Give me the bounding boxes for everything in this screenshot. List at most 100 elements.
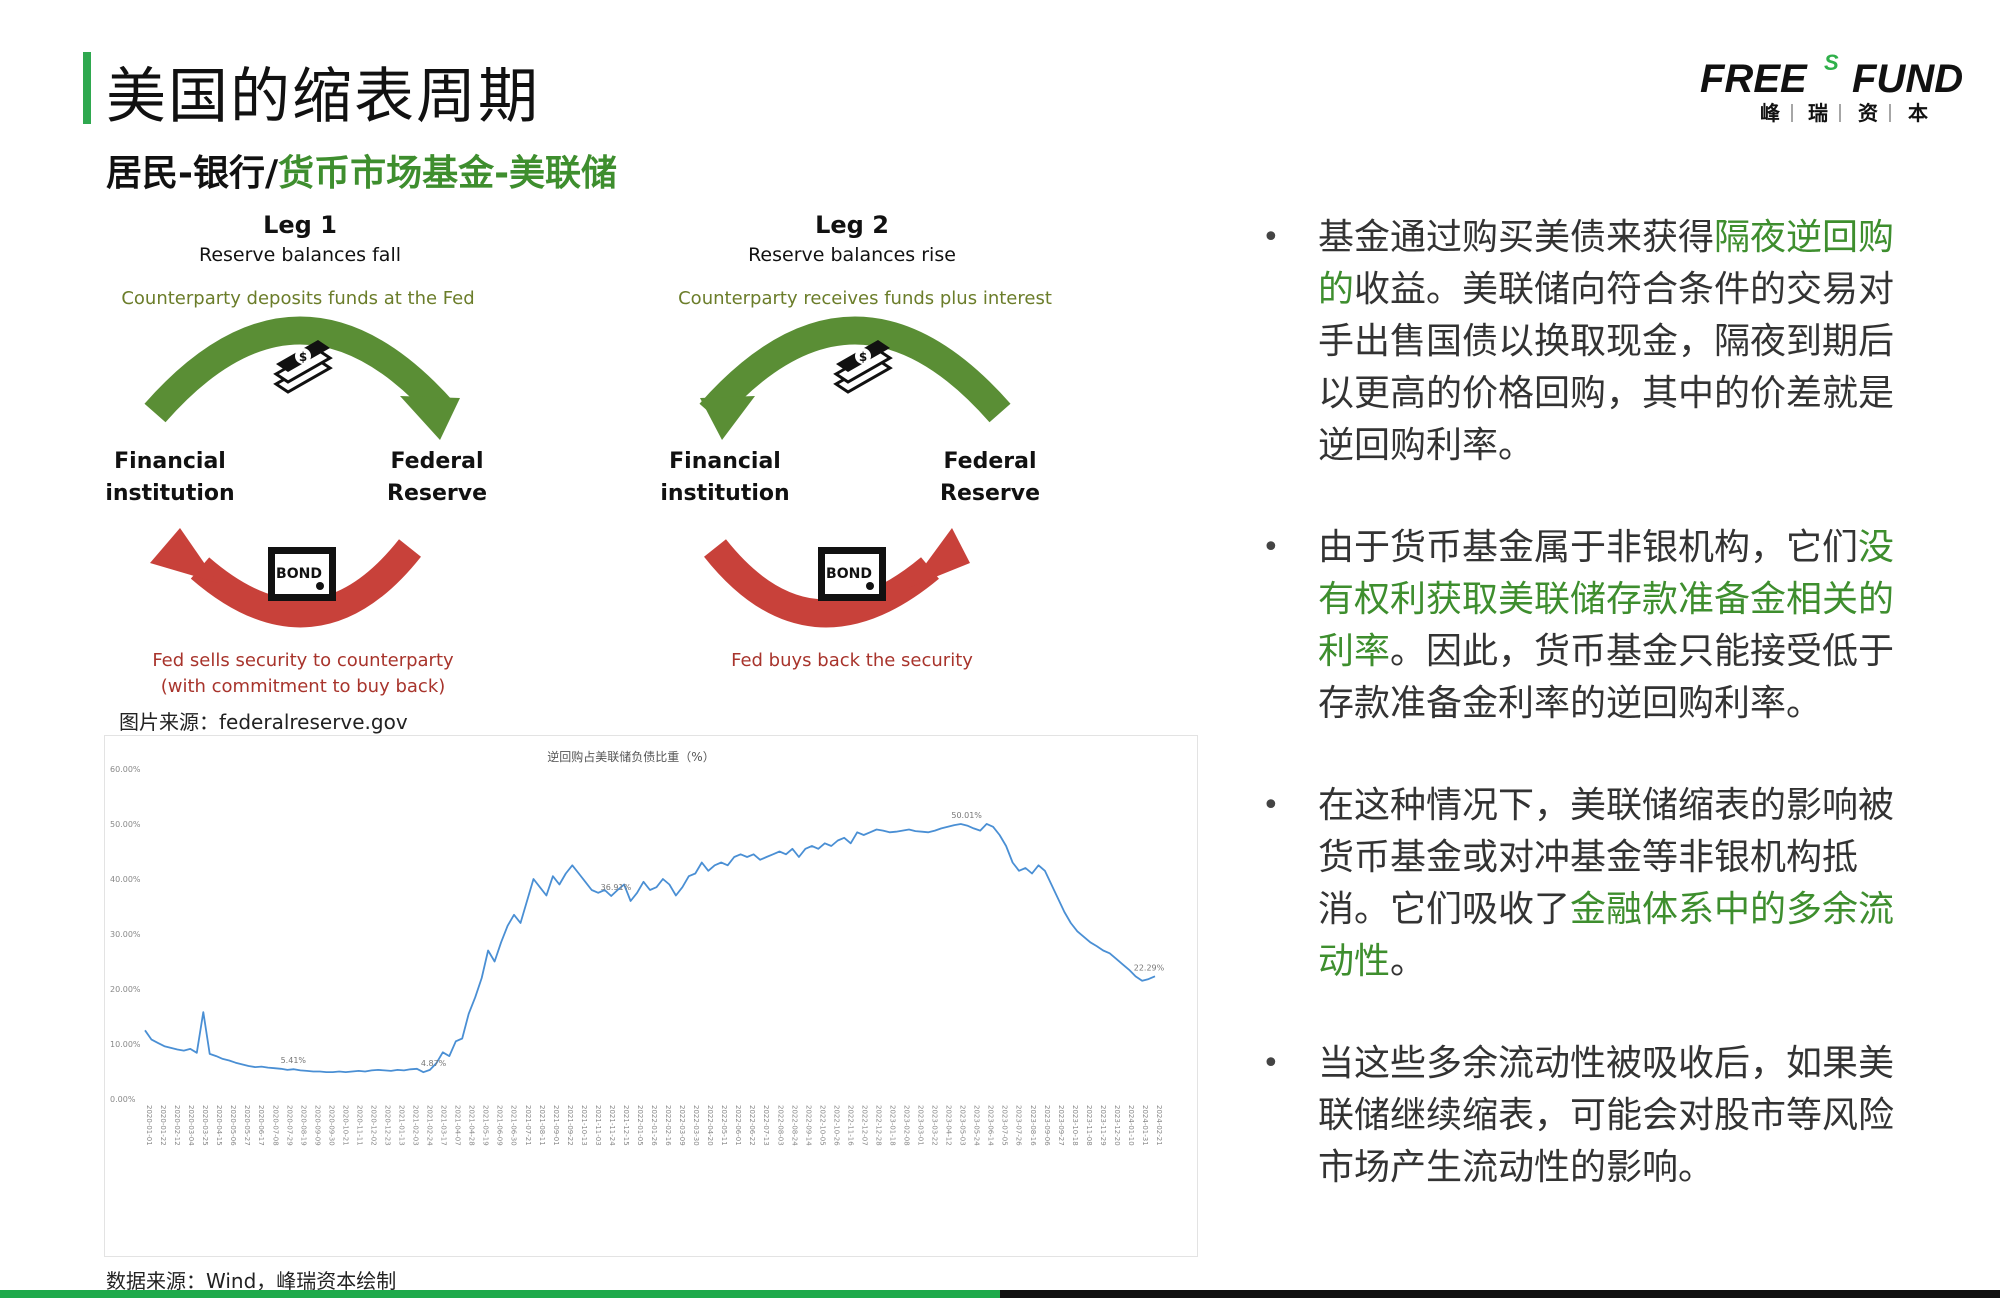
x-tick-label: 2021-04-28 — [468, 1105, 476, 1146]
leg2-dollar-symbol: $ — [859, 350, 867, 364]
leg1-green-arrow — [144, 316, 456, 423]
image-source-note: 图片来源：federalreserve.gov — [119, 710, 408, 734]
x-tick-label: 2020-03-25 — [201, 1105, 209, 1146]
bullet-dot: • — [1262, 220, 1280, 255]
page-title: 美国的缩表周期 — [106, 62, 540, 132]
x-tick-label: 2021-10-13 — [580, 1105, 588, 1146]
data-label: 22.29% — [1134, 963, 1165, 972]
x-tick-label: 2023-11-08 — [1085, 1105, 1093, 1146]
leg2-bond-label: BOND — [826, 566, 872, 582]
x-tick-label: 2021-03-17 — [440, 1105, 448, 1146]
x-tick-label: 2023-06-14 — [987, 1105, 995, 1146]
x-tick-label: 2022-06-01 — [734, 1105, 742, 1146]
freesfund-logo: FREE S FUND 峰 瑞 资 本 — [1700, 50, 1963, 125]
y-tick-label: 0.00% — [110, 1095, 136, 1104]
data-label: 36.91% — [601, 883, 632, 892]
logo-char-3: 资 — [1858, 101, 1878, 125]
bullet-text: 。 — [1390, 941, 1427, 982]
x-tick-label: 2022-01-26 — [650, 1105, 658, 1146]
subtitle-part-2: 货币市场基金-美联储 — [278, 153, 618, 194]
x-tick-label: 2022-11-16 — [846, 1105, 854, 1146]
x-tick-label: 2020-10-21 — [341, 1105, 349, 1146]
x-tick-label: 2020-09-30 — [327, 1105, 335, 1146]
x-tick-label: 2022-10-26 — [832, 1105, 840, 1146]
x-tick-label: 2021-05-19 — [482, 1105, 490, 1146]
leg2-subtitle: Reserve balances rise — [748, 244, 956, 266]
leg1-bond-icon: BOND — [268, 547, 336, 601]
y-tick-label: 60.00% — [110, 765, 141, 774]
x-tick-label: 2022-06-22 — [748, 1105, 756, 1146]
x-tick-label: 2021-08-11 — [538, 1105, 546, 1146]
x-tick-label: 2022-03-30 — [692, 1105, 700, 1146]
leg2-red-arrowhead — [908, 528, 970, 588]
bullet-item: •在这种情况下，美联储缩表的影响被货币基金或对冲基金等非银机构抵消。它们吸收了金… — [1262, 780, 1922, 988]
x-tick-label: 2021-06-09 — [496, 1105, 504, 1146]
bullet-item: • 由于货币基金属于非银机构，它们没有权利获取美联储存款准备金相关的利率。因此，货… — [1262, 522, 1922, 730]
leg2-green-arrow — [699, 316, 1011, 423]
x-tick-label: 2022-01-05 — [636, 1105, 644, 1146]
leg2-green-arrowhead — [700, 396, 755, 440]
x-tick-label: 2023-08-16 — [1029, 1105, 1037, 1146]
data-source-note: 数据来源：Wind，峰瑞资本绘制 — [106, 1269, 397, 1293]
bullet-list: •基金通过购买美债来获得隔夜逆回购的收益。美联储向符合条件的交易对手出售国债以换… — [1262, 212, 1922, 1244]
x-tick-label: 2021-04-07 — [454, 1105, 462, 1146]
x-tick-label: 2021-09-01 — [552, 1105, 560, 1146]
bullet-text: 在这种情况下，美联储缩表的影响被货币基金或对冲基金等非银机构抵消。它们吸收了 — [1318, 785, 1895, 930]
data-label: 4.87% — [421, 1059, 447, 1068]
x-tick-label: 2020-01-01 — [145, 1105, 153, 1146]
leg1-subtitle: Reserve balances fall — [199, 244, 401, 266]
footer-green-bar — [0, 1290, 1000, 1298]
x-tick-label: 2023-10-18 — [1071, 1105, 1079, 1146]
y-tick-label: 50.00% — [110, 820, 141, 829]
y-tick-label: 40.00% — [110, 875, 141, 884]
x-tick-label: 2024-01-10 — [1127, 1105, 1135, 1146]
reverse-repo-chart: 逆回购占美联储负债比重（%） 0.00%10.00%20.00%30.00%40… — [104, 735, 1198, 1257]
x-tick-label: 2021-12-15 — [622, 1105, 630, 1146]
x-tick-label: 2023-05-24 — [973, 1105, 981, 1146]
x-tick-label: 2020-06-17 — [257, 1105, 265, 1146]
x-tick-label: 2022-08-03 — [776, 1105, 784, 1146]
leg2-panel: Leg 2 Reserve balances rise Counterparty… — [660, 211, 1052, 671]
subtitle-part-1: 居民-银行/ — [106, 153, 279, 194]
x-tick-label: 2022-12-28 — [874, 1105, 882, 1146]
leg1-red-arrow — [190, 539, 421, 628]
leg2-bond-icon: BOND — [818, 547, 886, 601]
bullet-text: 当这些多余流动性被吸收后，如果美联储继续缩表，可能会对股市等风险市场产生流动性的… — [1318, 1043, 1895, 1188]
x-tick-label: 2023-05-03 — [959, 1105, 967, 1146]
x-tick-label: 2020-05-06 — [229, 1105, 237, 1146]
bullet-item: • 当这些多余流动性被吸收后，如果美联储继续缩表，可能会对股市等风险市场产生流动性… — [1262, 1038, 1922, 1194]
leg2-right-label-line1: Federal — [944, 449, 1037, 474]
x-tick-label: 2022-05-11 — [720, 1105, 728, 1146]
logo-brand-left: FREE — [1700, 57, 1808, 101]
leg2-cash-icon: $ — [834, 338, 892, 394]
bullet-dot: • — [1262, 1046, 1280, 1081]
bullet-dot: • — [1262, 530, 1280, 565]
x-tick-label: 2020-08-19 — [299, 1105, 307, 1146]
x-tick-label: 2023-03-01 — [917, 1105, 925, 1146]
bullet-text: 由于货币基金属于非银机构，它们 — [1318, 527, 1859, 568]
leg2-red-arrow — [704, 539, 939, 628]
chart-y-axis: 0.00%10.00%20.00%30.00%40.00%50.00%60.00… — [110, 765, 141, 1104]
y-tick-label: 20.00% — [110, 985, 141, 994]
leg1-right-label-line2: Reserve — [387, 481, 487, 506]
logo-brand-right: FUND — [1852, 57, 1963, 101]
x-tick-label: 2020-04-15 — [215, 1105, 223, 1146]
x-tick-label: 2023-07-26 — [1015, 1105, 1023, 1146]
x-tick-label: 2024-02-21 — [1155, 1105, 1163, 1146]
leg1-red-arrowhead — [150, 528, 218, 583]
data-label: 5.41% — [281, 1056, 307, 1065]
data-label: 50.01% — [951, 811, 982, 820]
x-tick-label: 2020-01-22 — [159, 1105, 167, 1146]
x-tick-label: 2020-05-27 — [243, 1105, 251, 1146]
leg1-title: Leg 1 — [263, 211, 337, 239]
leg1-green-arrowhead — [400, 396, 460, 440]
chart-svg: 逆回购占美联储负债比重（%） 0.00%10.00%20.00%30.00%40… — [110, 749, 1165, 1146]
x-tick-label: 2023-01-18 — [888, 1105, 896, 1146]
leg1-left-label-line1: Financial — [114, 449, 226, 474]
x-tick-label: 2023-09-27 — [1057, 1105, 1065, 1146]
bullet-highlight-text: 没有权利获取美联储存款准备金相关的利率 — [1318, 527, 1895, 672]
bullet-text: 。因此，货币基金只能接受低于存款准备金利率的逆回购利率。 — [1318, 631, 1895, 724]
logo-char-4: 本 — [1908, 101, 1928, 125]
leg2-right-label-line2: Reserve — [940, 481, 1040, 506]
x-tick-label: 2024-01-31 — [1141, 1105, 1149, 1146]
